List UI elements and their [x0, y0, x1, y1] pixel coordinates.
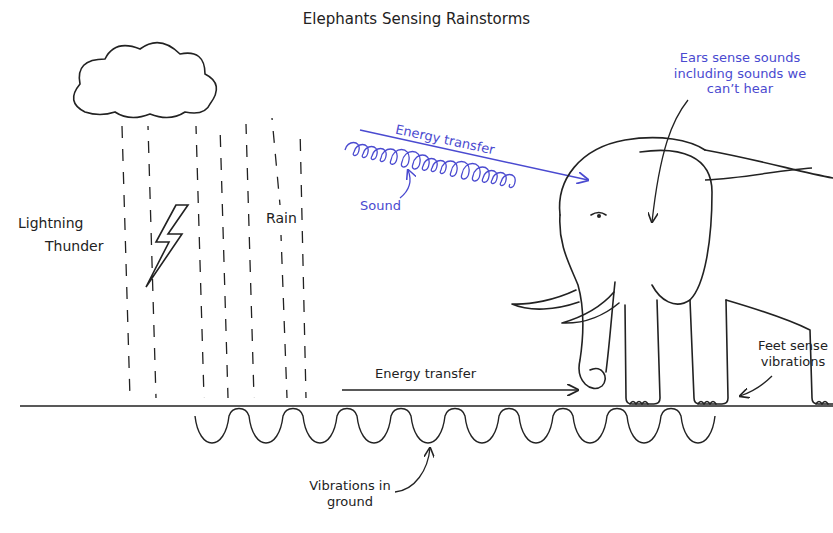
vibration-callout: Vibrations in ground	[300, 478, 400, 509]
energy-label: Energy transfer	[385, 120, 506, 160]
thunder-label: Thunder	[45, 238, 135, 255]
sound-pointer	[400, 170, 410, 198]
ear-callout: Ears sense sounds including sounds we ca…	[666, 50, 814, 97]
ground-line	[20, 405, 833, 407]
ground-arrow	[342, 389, 578, 391]
elephant-eye	[597, 214, 601, 218]
cloud	[74, 43, 217, 118]
lightning-label: Lightning	[18, 215, 108, 232]
energy-label: Energy transfer	[375, 366, 515, 382]
rain-label: Rain	[266, 210, 316, 227]
feet-callout: Feet sense vibrations	[752, 338, 833, 369]
feet-pointer	[740, 376, 772, 396]
lightning-bolt	[146, 205, 188, 287]
elephant	[512, 138, 833, 404]
diagram-title: Elephants Sensing Rainstorms	[0, 10, 833, 28]
rain-drops	[122, 118, 306, 398]
vibration-pointer	[395, 448, 430, 492]
sound-label: Sound	[360, 198, 420, 214]
ground-vibrations	[195, 409, 715, 444]
ear-pointer	[652, 100, 688, 222]
